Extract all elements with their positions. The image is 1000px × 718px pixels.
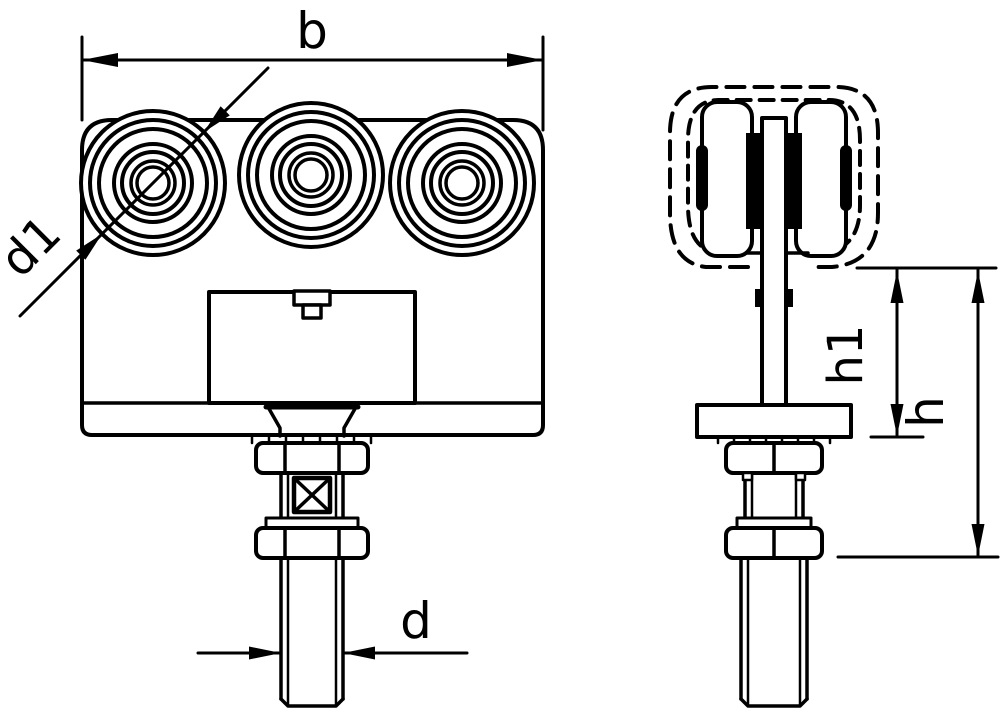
dimension-line [18, 66, 270, 318]
screw-shank [301, 303, 323, 320]
wheel-right-sidewall [840, 145, 852, 211]
arrowhead-up [971, 271, 985, 303]
roller-right [388, 109, 536, 257]
dimension-h: h [836, 268, 1000, 559]
plate-body [760, 116, 788, 407]
boss-plate [207, 290, 417, 405]
side-view: h1 h [668, 85, 1000, 708]
thread-relief-left [741, 471, 754, 482]
wheel-left-sidewall [696, 145, 708, 211]
housing-boss [207, 289, 417, 405]
front-view: b d1 d [0, 2, 545, 708]
thread-relief-right [794, 471, 807, 482]
dimension-h1: h1 [818, 266, 998, 439]
hanger-plate [755, 116, 793, 407]
arrowhead-right [343, 646, 375, 660]
track-inner-wall [686, 98, 862, 254]
square-section-symbol [291, 475, 333, 515]
arrowhead-up [890, 271, 904, 303]
axle-bushing-right [786, 133, 802, 229]
hex-nut-upper-side [724, 441, 824, 475]
flange-plate [695, 403, 853, 439]
hex-nut-lower [254, 526, 370, 560]
dimension-d-label: d [400, 592, 432, 650]
plate-rivet-right [786, 289, 793, 307]
threaded-rod-side [739, 556, 809, 708]
arrowhead-upper [204, 106, 230, 132]
threaded-rod [279, 556, 345, 708]
plate-rivet-left [755, 289, 762, 307]
arrowhead-down [971, 524, 985, 556]
track-profile-dashed [668, 85, 880, 269]
dimension-h-label: h [897, 396, 955, 428]
arrowhead-lower [76, 234, 102, 260]
wheel-right [794, 100, 848, 258]
bolt-neck [263, 404, 361, 438]
arrowhead-right [507, 53, 543, 67]
arrowhead-down [890, 404, 904, 436]
suspension-bolt-front [250, 404, 373, 708]
dimension-h1-label: h1 [818, 325, 874, 386]
arrowhead-left [249, 646, 281, 660]
roller-middle [237, 101, 385, 249]
hex-nut-upper [254, 441, 370, 475]
arrowhead-left [82, 53, 118, 67]
threaded-shaft-upper-side [741, 471, 807, 520]
hex-nut-lower-side [724, 526, 824, 560]
suspension-bolt-side [695, 403, 853, 708]
dimension-b: b [80, 2, 545, 132]
threaded-shaft-upper [279, 471, 345, 520]
screw-head [292, 289, 332, 307]
wheel-pair [696, 100, 852, 258]
dimension-d: d [196, 592, 469, 660]
wheel-left [700, 100, 754, 258]
axle-bushing-left [746, 133, 762, 229]
dimension-b-label: b [296, 2, 328, 60]
track-outer-wall [668, 85, 880, 269]
